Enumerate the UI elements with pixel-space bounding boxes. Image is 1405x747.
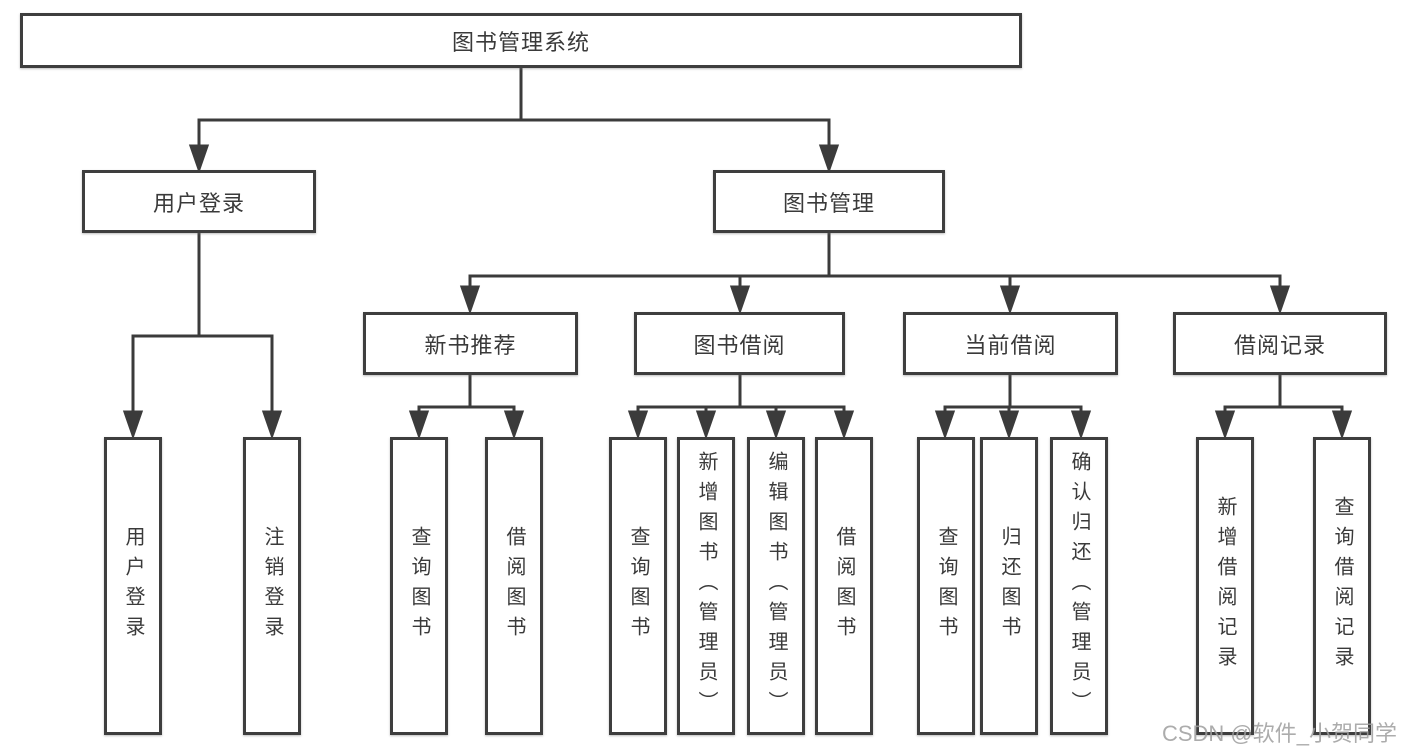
arrowhead-icon: [999, 285, 1021, 315]
arrowhead-icon: [1269, 285, 1291, 315]
connector-user-login-children: [122, 232, 283, 440]
node-label: 新增借阅记录: [1214, 496, 1236, 676]
arrowhead-icon: [998, 410, 1020, 440]
node-book-borrowing: 图书借阅: [634, 312, 845, 375]
node-current-borrowing: 当前借阅: [903, 312, 1118, 375]
node-label: 用户登录: [152, 190, 245, 216]
arrowhead-icon: [261, 410, 283, 440]
connector-new-book-recommend-children: [408, 374, 525, 440]
leaf-user-login: 用户登录: [104, 437, 162, 735]
node-label: 查询图书: [935, 526, 957, 646]
node-label: 借阅记录: [1233, 332, 1326, 358]
node-label: 查询图书: [408, 526, 430, 646]
leaf-query-books-borrowing: 查询图书: [609, 437, 667, 735]
node-label: 编辑图书（管理员）: [765, 451, 787, 721]
node-label: 图书管理系统: [451, 29, 590, 55]
arrowhead-icon: [934, 410, 956, 440]
leaf-return-books: 归还图书: [980, 437, 1038, 735]
node-library-management-system: 图书管理系统: [20, 13, 1022, 68]
arrowhead-icon: [503, 410, 525, 440]
arrowhead-icon: [818, 144, 840, 174]
node-label: 查询借阅记录: [1331, 496, 1353, 676]
leaf-borrow-books-recommend: 借阅图书: [485, 437, 543, 735]
connector-book-management-children: [459, 232, 1291, 315]
node-label: 注销登录: [261, 526, 283, 646]
node-label: 图书借阅: [693, 332, 786, 358]
node-label: 图书管理: [782, 190, 875, 216]
arrowhead-icon: [833, 410, 855, 440]
arrowhead-icon: [408, 410, 430, 440]
connector-root-to-level2: [188, 66, 840, 174]
connector-current-borrowing-children: [934, 374, 1092, 440]
node-label: 确认归还（管理员）: [1068, 451, 1090, 721]
node-new-book-recommend: 新书推荐: [363, 312, 578, 375]
node-label: 用户登录: [122, 526, 144, 646]
arrowhead-icon: [627, 410, 649, 440]
node-label: 借阅图书: [503, 526, 525, 646]
arrowhead-icon: [122, 410, 144, 440]
leaf-confirm-return-admin: 确认归还（管理员）: [1050, 437, 1108, 735]
node-label: 查询图书: [627, 526, 649, 646]
node-label: 归还图书: [998, 526, 1020, 646]
arrowhead-icon: [1331, 410, 1353, 440]
arrowhead-icon: [729, 285, 751, 315]
leaf-logout: 注销登录: [243, 437, 301, 735]
watermark: CSDN @软件_小贺同学: [1161, 721, 1397, 746]
arrowhead-icon: [188, 144, 210, 174]
node-borrowing-records: 借阅记录: [1173, 312, 1387, 375]
connector-book-borrowing-children: [627, 374, 855, 440]
arrowhead-icon: [1070, 410, 1092, 440]
leaf-add-books-admin: 新增图书（管理员）: [677, 437, 735, 735]
node-label: 当前借阅: [964, 332, 1057, 358]
arrowhead-icon: [765, 410, 787, 440]
leaf-add-borrow-record: 新增借阅记录: [1196, 437, 1254, 735]
arrowhead-icon: [695, 410, 717, 440]
node-user-login: 用户登录: [82, 170, 316, 233]
leaf-borrow-books: 借阅图书: [815, 437, 873, 735]
arrowhead-icon: [459, 285, 481, 315]
leaf-query-books-current: 查询图书: [917, 437, 975, 735]
node-label: 新增图书（管理员）: [695, 451, 717, 721]
leaf-query-books-recommend: 查询图书: [390, 437, 448, 735]
node-label: 借阅图书: [833, 526, 855, 646]
node-label: 新书推荐: [424, 332, 517, 358]
connector-borrowing-records-children: [1214, 374, 1353, 440]
leaf-query-borrow-record: 查询借阅记录: [1313, 437, 1371, 735]
node-book-management: 图书管理: [713, 170, 945, 233]
leaf-edit-books-admin: 编辑图书（管理员）: [747, 437, 805, 735]
arrowhead-icon: [1214, 410, 1236, 440]
